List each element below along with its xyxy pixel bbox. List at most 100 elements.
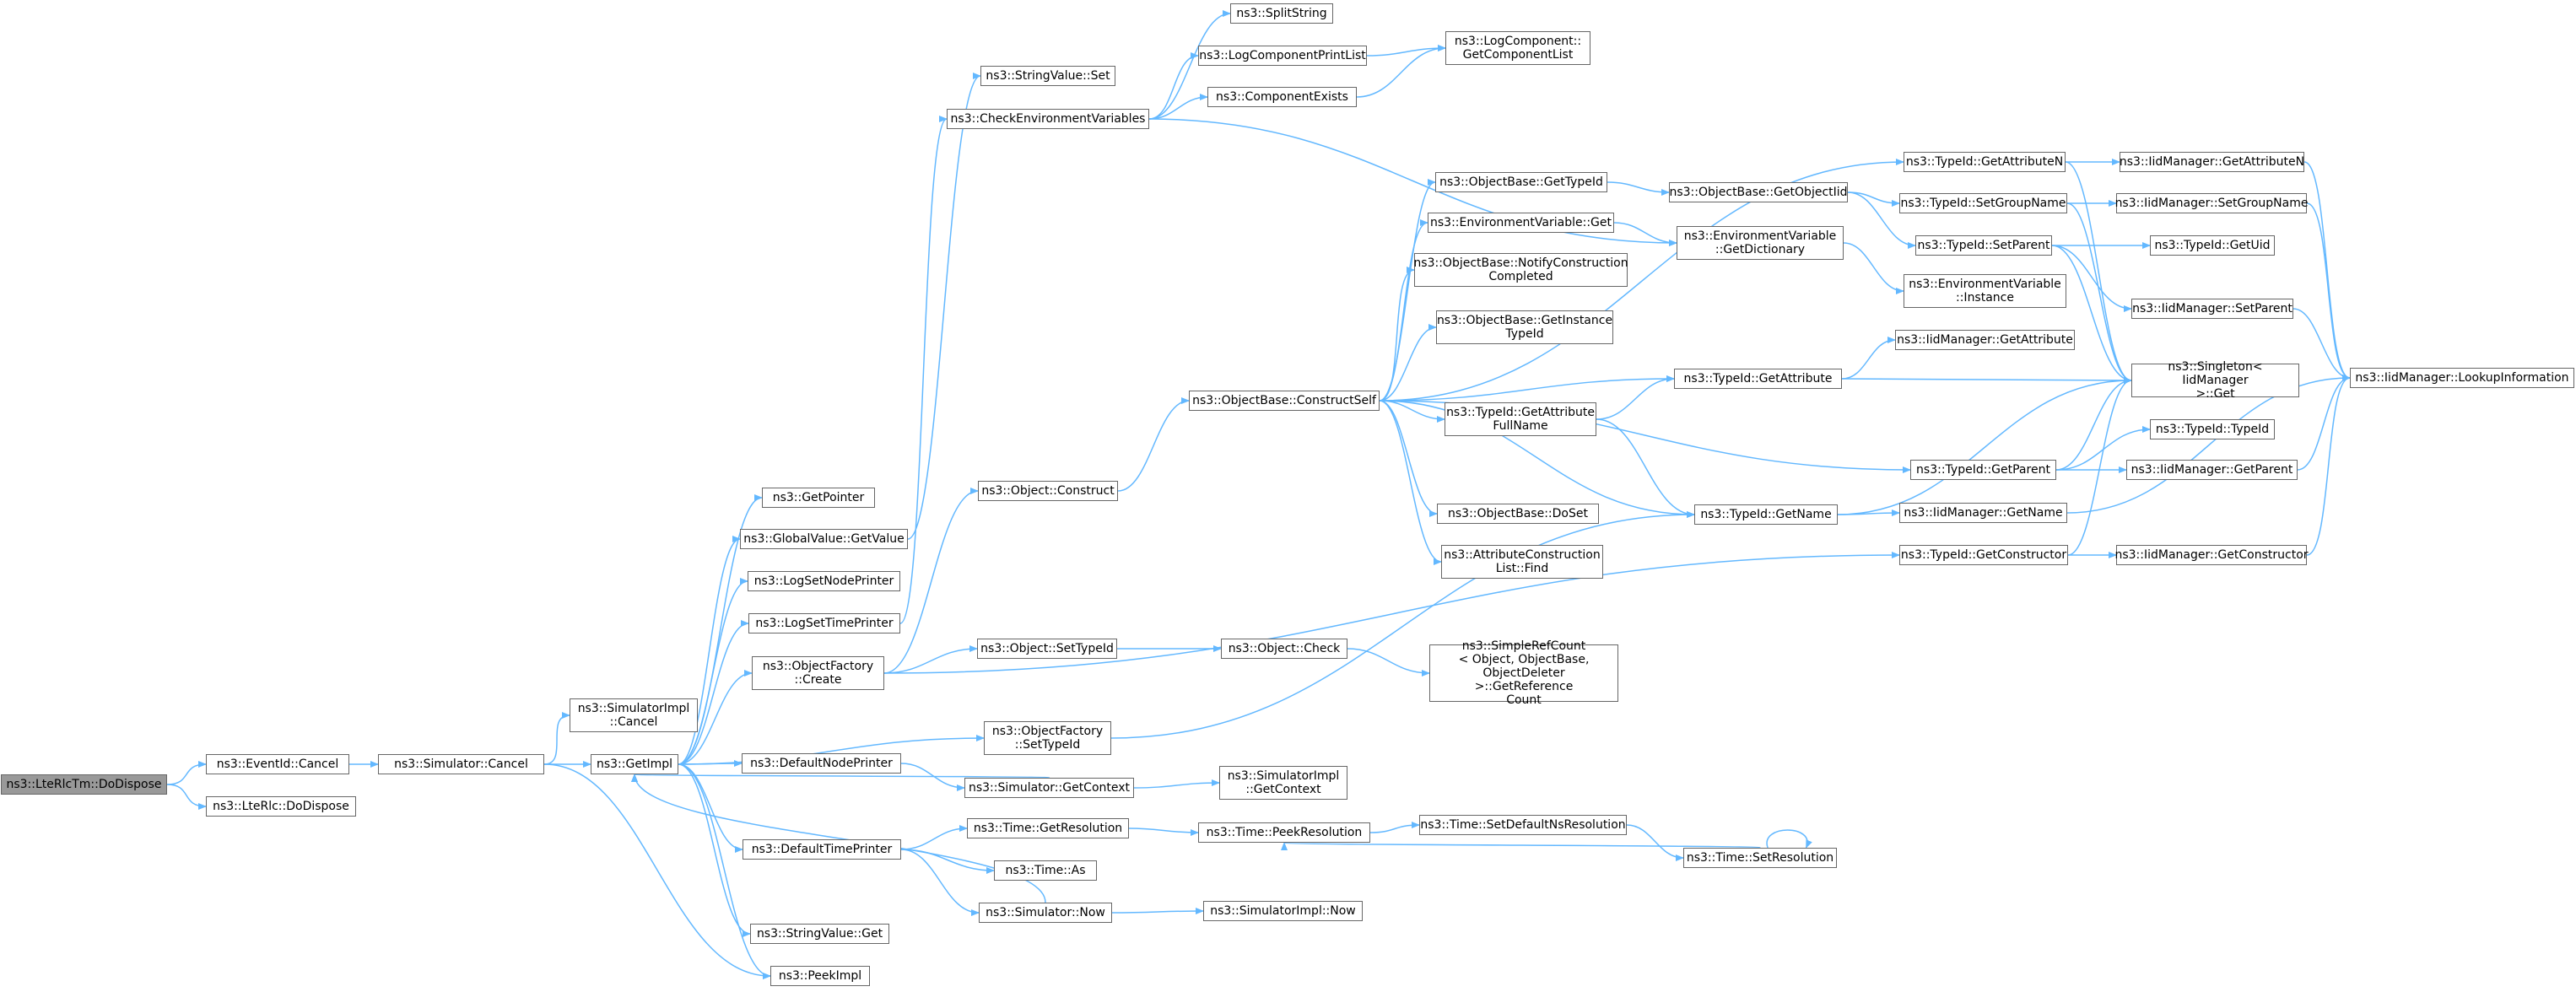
node-time-as[interactable]: ns3::Time::As xyxy=(994,860,1097,881)
call-edge-typeId_setParent-to-iidManager_setParent xyxy=(2051,245,2132,312)
node-environment-variable-instance[interactable]: ns3::EnvironmentVariable ::Instance xyxy=(1904,274,2066,308)
node-object-base-notify-construction-completed[interactable]: ns3::ObjectBase::NotifyConstruction Comp… xyxy=(1413,253,1628,287)
call-edge-checkEnvironmentVariables-to-splitString xyxy=(1148,10,1231,120)
node-iid-manager-get-parent[interactable]: ns3::IidManager::GetParent xyxy=(2126,460,2298,480)
node-component-exists[interactable]: ns3::ComponentExists xyxy=(1207,87,1357,107)
node-type-id-get-parent[interactable]: ns3::TypeId::GetParent xyxy=(1910,460,2056,480)
node-type-id-set-group-name[interactable]: ns3::TypeId::SetGroupName xyxy=(1899,193,2067,213)
node-simulator-impl-get-context[interactable]: ns3::SimulatorImpl ::GetContext xyxy=(1219,766,1347,800)
node-iid-manager-get-constructor[interactable]: ns3::IidManager::GetConstructor xyxy=(2114,545,2309,565)
node-time-set-default-ns-resolution[interactable]: ns3::Time::SetDefaultNsResolution xyxy=(1419,815,1627,835)
call-edge-objectFactory_create-to-object_construct xyxy=(883,488,979,674)
call-edge-getImpl-to-peekImpl xyxy=(678,763,771,979)
call-edge-object_construct-to-objectBase_constructSelf xyxy=(1117,397,1190,492)
call-edge-time_setDefaultNsResolution-to-time_setResolution xyxy=(1626,824,1684,861)
node-string-value-get[interactable]: ns3::StringValue::Get xyxy=(750,924,889,944)
node-type-id-type-id[interactable]: ns3::TypeId::TypeId xyxy=(2150,419,2275,439)
node-iid-manager-get-name[interactable]: ns3::IidManager::GetName xyxy=(1899,503,2067,523)
call-edge-simulator_getContext-to-simulatorImpl_getContext xyxy=(1133,779,1220,789)
node-simulator-get-context[interactable]: ns3::Simulator::GetContext xyxy=(964,778,1134,798)
node-simple-ref-count-get-reference-count[interactable]: ns3::SimpleRefCount < Object, ObjectBase… xyxy=(1429,639,1618,707)
node-check-environment-variables[interactable]: ns3::CheckEnvironmentVariables xyxy=(947,109,1149,129)
node-get-pointer[interactable]: ns3::GetPointer xyxy=(762,488,875,508)
node-simulator-now[interactable]: ns3::Simulator::Now xyxy=(979,903,1112,923)
node-default-time-printer[interactable]: ns3::DefaultTimePrinter xyxy=(743,839,901,860)
node-simulator-impl-now[interactable]: ns3::SimulatorImpl::Now xyxy=(1203,901,1363,921)
call-edge-typeId_getAttributeFullName-to-typeId_getAttribute xyxy=(1596,375,1675,420)
node-default-node-printer[interactable]: ns3::DefaultNodePrinter xyxy=(742,753,901,774)
node-environment-variable-get[interactable]: ns3::EnvironmentVariable::Get xyxy=(1428,213,1614,233)
call-edge-objectBase_getTypeId-to-objectBase_getObjectIid xyxy=(1607,181,1670,196)
node-type-id-get-attribute-n[interactable]: ns3::TypeId::GetAttributeN xyxy=(1904,152,2066,172)
node-iid-manager-set-parent[interactable]: ns3::IidManager::SetParent xyxy=(2131,299,2293,319)
node-object-base-do-set[interactable]: ns3::ObjectBase::DoSet xyxy=(1437,504,1599,524)
node-object-construct[interactable]: ns3::Object::Construct xyxy=(978,481,1118,501)
call-edge-iidManager_getName-to-iidManager_lookupInformation xyxy=(2066,375,2351,514)
node-iid-manager-get-attribute-n[interactable]: ns3::IidManager::GetAttributeN xyxy=(2120,152,2304,172)
node-simulator-cancel[interactable]: ns3::Simulator::Cancel xyxy=(378,754,544,774)
node-object-set-type-id[interactable]: ns3::Object::SetTypeId xyxy=(977,639,1117,659)
node-log-set-node-printer[interactable]: ns3::LogSetNodePrinter xyxy=(748,571,900,591)
call-edge-defaultNodePrinter-to-simulator_getContext xyxy=(900,763,965,791)
node-get-impl[interactable]: ns3::GetImpl xyxy=(591,754,678,774)
call-edge-time_setResolution-to-time_peekResolution xyxy=(1282,842,1761,851)
node-split-string[interactable]: ns3::SplitString xyxy=(1230,3,1333,24)
call-edge-objectBase_getObjectIid-to-typeId_setParent xyxy=(1847,191,1916,249)
call-edge-object_check-to-simpleRefCount_getReferenceCount xyxy=(1347,648,1430,677)
call-edge-logComponentPrintList-to-logComponent_getComponentList xyxy=(1366,45,1446,57)
node-time-peek-resolution[interactable]: ns3::Time::PeekResolution xyxy=(1198,822,1370,843)
call-edge-typeId_getConstructor-to-singleton_get xyxy=(2067,377,2132,556)
node-object-base-construct-self[interactable]: ns3::ObjectBase::ConstructSelf xyxy=(1189,391,1380,411)
node-object-base-get-object-iid[interactable]: ns3::ObjectBase::GetObjectIid xyxy=(1669,182,1848,202)
call-edge-objectFactory_setTypeId-to-typeId_getName xyxy=(1110,511,1695,739)
call-edge-globalValue_getValue-to-stringValue_set xyxy=(907,73,981,540)
node-attribute-construction-list-find[interactable]: ns3::AttributeConstruction List::Find xyxy=(1441,545,1603,579)
node-time-get-resolution[interactable]: ns3::Time::GetResolution xyxy=(967,818,1129,838)
call-edge-objectBase_constructSelf-to-typeId_getAttribute xyxy=(1379,375,1675,402)
node-time-set-resolution[interactable]: ns3::Time::SetResolution xyxy=(1683,848,1837,868)
call-edge-environmentVariable_get-to-environmentVariable_getDictionary xyxy=(1613,222,1677,246)
call-edge-objectFactory_create-to-object_setTypeId xyxy=(883,645,978,674)
node-singleton-get[interactable]: ns3::Singleton< IidManager >::Get xyxy=(2131,360,2299,401)
call-edge-iidManager_getParent-to-iidManager_lookupInformation xyxy=(2297,375,2351,471)
node-peek-impl[interactable]: ns3::PeekImpl xyxy=(770,966,870,986)
node-simulator-impl-cancel[interactable]: ns3::SimulatorImpl ::Cancel xyxy=(570,698,698,732)
node-iid-manager-get-attribute[interactable]: ns3::IidManager::GetAttribute xyxy=(1895,330,2075,350)
call-edge-simulator_getContext-to-getImpl xyxy=(633,774,1050,783)
node-environment-variable-get-dictionary[interactable]: ns3::EnvironmentVariable ::GetDictionary xyxy=(1677,226,1844,260)
node-global-value-get-value[interactable]: ns3::GlobalValue::GetValue xyxy=(740,529,908,549)
node-object-base-get-type-id[interactable]: ns3::ObjectBase::GetTypeId xyxy=(1435,172,1607,192)
node-lte-rlc-do-dispose[interactable]: ns3::LteRlc::DoDispose xyxy=(206,796,356,817)
node-log-set-time-printer[interactable]: ns3::LogSetTimePrinter xyxy=(748,613,900,633)
call-edge-time_setResolution-self-loop xyxy=(1766,829,1812,849)
node-event-id-cancel[interactable]: ns3::EventId::Cancel xyxy=(206,754,349,774)
node-type-id-get-constructor[interactable]: ns3::TypeId::GetConstructor xyxy=(1899,545,2068,565)
call-edge-iidManager_setGroupName-to-iidManager_lookupInformation xyxy=(2306,202,2351,381)
node-object-factory-set-type-id[interactable]: ns3::ObjectFactory ::SetTypeId xyxy=(984,721,1111,755)
call-edge-environmentVariable_getDictionary-to-environmentVariable_instance xyxy=(1843,242,1904,294)
node-object-base-get-instance-type-id[interactable]: ns3::ObjectBase::GetInstance TypeId xyxy=(1436,310,1613,344)
call-edge-lteRlcTm_doDispose-to-lteRlc_doDispose xyxy=(166,784,207,810)
node-type-id-get-uid[interactable]: ns3::TypeId::GetUid xyxy=(2150,235,2275,256)
call-edge-iidManager_setParent-to-iidManager_lookupInformation xyxy=(2292,308,2351,381)
call-edge-getImpl-to-logSetTimePrinter xyxy=(678,620,749,765)
node-log-component-get-component-list[interactable]: ns3::LogComponent:: GetComponentList xyxy=(1445,31,1590,65)
call-edge-typeId_setGroupName-to-singleton_get xyxy=(2066,202,2132,384)
node-object-factory-create[interactable]: ns3::ObjectFactory ::Create xyxy=(752,656,884,690)
node-type-id-get-attribute[interactable]: ns3::TypeId::GetAttribute xyxy=(1674,369,1842,389)
node-string-value-set[interactable]: ns3::StringValue::Set xyxy=(980,66,1115,86)
node-iid-manager-lookup-information[interactable]: ns3::IidManager::LookupInformation xyxy=(2350,368,2574,388)
call-edge-getImpl-to-objectFactory_create xyxy=(678,670,753,765)
node-log-component-print-list[interactable]: ns3::LogComponentPrintList xyxy=(1198,46,1367,66)
node-type-id-get-name[interactable]: ns3::TypeId::GetName xyxy=(1694,504,1838,525)
node-type-id-set-parent[interactable]: ns3::TypeId::SetParent xyxy=(1915,235,2052,256)
call-edge-time_getResolution-to-time_peekResolution xyxy=(1128,828,1199,836)
call-edge-checkEnvironmentVariables-to-logComponentPrintList xyxy=(1148,52,1199,120)
node-type-id-get-attribute-full-name[interactable]: ns3::TypeId::GetAttribute FullName xyxy=(1445,402,1596,436)
call-edge-simulator_cancel-to-simulatorImpl_cancel xyxy=(543,712,570,765)
call-edge-iidManager_getConstructor-to-iidManager_lookupInformation xyxy=(2306,375,2351,556)
node-iid-manager-set-group-name[interactable]: ns3::IidManager::SetGroupName xyxy=(2115,193,2308,213)
node-object-check[interactable]: ns3::Object::Check xyxy=(1221,639,1347,659)
call-edge-getImpl-to-logSetNodePrinter xyxy=(678,578,748,765)
